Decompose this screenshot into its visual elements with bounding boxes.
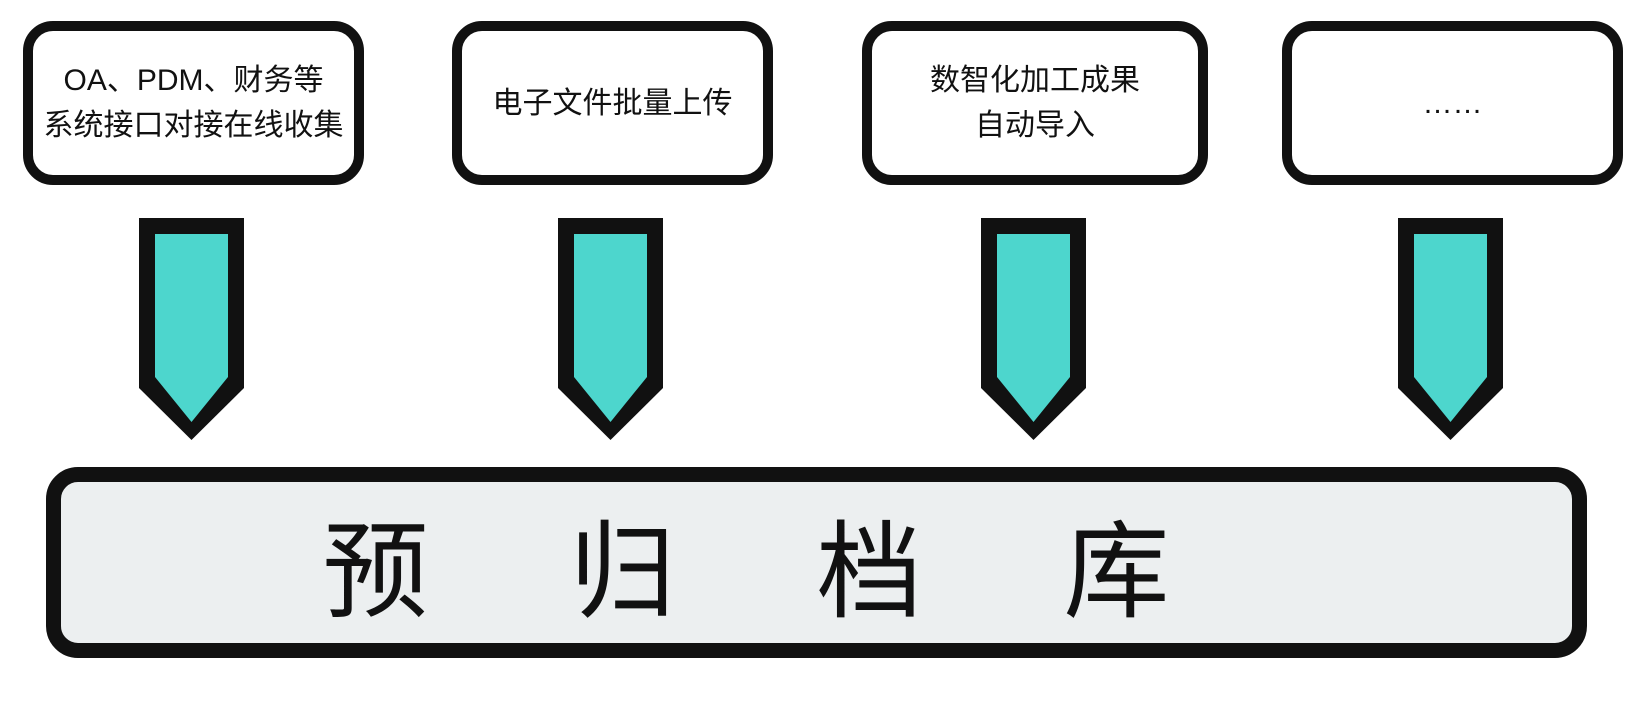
source-box-ellipsis: …… xyxy=(1282,21,1623,185)
source-box-batch-upload: 电子文件批量上传 xyxy=(452,21,773,185)
down-arrow-body xyxy=(1414,234,1487,422)
source-box-label: …… xyxy=(1423,81,1483,126)
source-box-system-interface-collection: OA、PDM、财务等 系统接口对接在线收集 xyxy=(23,21,364,185)
pre-archive-library-box: 预归档库 xyxy=(46,467,1587,658)
down-arrow-icon xyxy=(1398,218,1503,440)
down-arrow-icon xyxy=(981,218,1086,440)
pre-archive-library-label: 预归档库 xyxy=(322,513,1311,632)
source-box-label-line: 系统接口对接在线收集 xyxy=(43,109,344,142)
source-box-digital-processing-import: 数智化加工成果 自动导入 xyxy=(862,21,1208,185)
source-box-label: OA、PDM、财务等 系统接口对接在线收集 xyxy=(44,58,344,148)
down-arrow-icon xyxy=(558,218,663,440)
down-arrow-body xyxy=(997,234,1070,422)
down-arrow-body xyxy=(574,234,647,422)
source-box-label-line: OA、PDM、财务等 xyxy=(63,64,324,97)
source-box-label-line: …… xyxy=(1422,86,1483,120)
down-arrow-icon xyxy=(139,218,244,440)
source-box-label: 数智化加工成果 自动导入 xyxy=(930,58,1140,148)
source-box-label-line: 数智化加工成果 xyxy=(930,64,1140,97)
source-box-label-line: 电子文件批量上传 xyxy=(492,86,733,120)
down-arrow-body xyxy=(155,234,228,422)
source-box-label-line: 自动导入 xyxy=(975,109,1095,142)
source-box-label: 电子文件批量上传 xyxy=(493,81,733,126)
